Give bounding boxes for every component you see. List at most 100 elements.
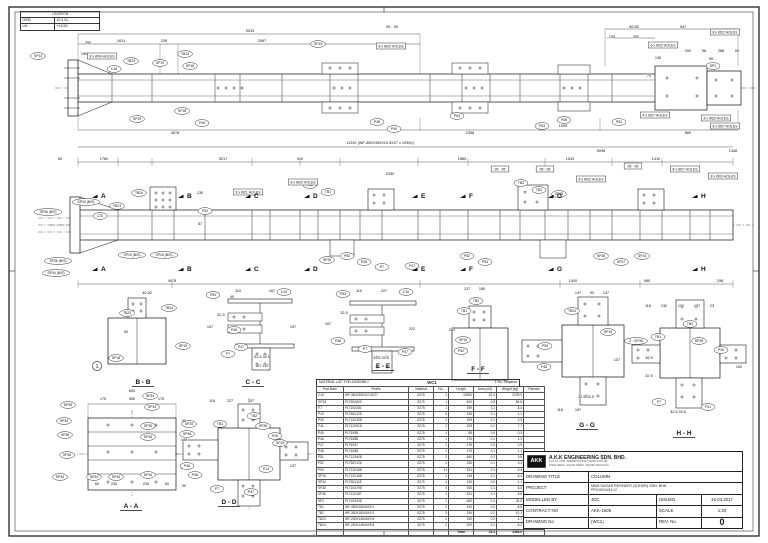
dimension-text: 100 bbox=[677, 304, 684, 309]
svg-text:257: 257 bbox=[248, 399, 254, 403]
material-total-cell bbox=[433, 528, 449, 536]
svg-text:8 x Ø27 HOLES: 8 x Ø27 HOLES bbox=[672, 167, 698, 171]
part-callout: SP2 bbox=[705, 62, 721, 70]
part-callout: SP19 bbox=[600, 328, 616, 336]
part-callout: P47 bbox=[404, 262, 420, 270]
svg-text:SP19: SP19 bbox=[156, 61, 164, 65]
dimension-text: 1880 bbox=[457, 157, 466, 162]
dimension-text: 175 bbox=[157, 397, 164, 402]
dimension-text: 187 bbox=[574, 408, 581, 413]
dimension-text: 90 bbox=[590, 291, 595, 296]
svg-text:B: B bbox=[187, 266, 192, 273]
svg-text:TB1: TB1 bbox=[536, 188, 542, 192]
svg-text:A: A bbox=[101, 266, 106, 273]
svg-text:SP36 (B/S): SP36 (B/S) bbox=[50, 259, 67, 263]
svg-text:116: 116 bbox=[557, 408, 563, 412]
svg-text:TB2: TB2 bbox=[473, 299, 479, 303]
svg-text:P7: P7 bbox=[363, 347, 367, 351]
part-callout: GP15 bbox=[272, 439, 288, 447]
svg-text:137: 137 bbox=[290, 464, 296, 468]
dimension-text: 32.5 bbox=[645, 374, 653, 379]
svg-text:A - A: A - A bbox=[124, 503, 139, 510]
svg-text:SP35 (B/S): SP35 (B/S) bbox=[40, 210, 57, 214]
svg-text:SP36: SP36 bbox=[144, 435, 152, 439]
drawing-title-label: DRAWING TITLE bbox=[524, 472, 589, 483]
svg-text:2 - SP36: 2 - SP36 bbox=[629, 339, 642, 343]
dimension-text: 40 40 bbox=[142, 291, 152, 296]
assembly-mark: WC1 bbox=[427, 380, 437, 385]
section-cut-letter: D bbox=[304, 193, 318, 200]
holes-note: 8 x Ø22 HOLES bbox=[376, 42, 406, 50]
svg-text:50: 50 bbox=[124, 330, 128, 334]
svg-text:P48: P48 bbox=[561, 118, 567, 122]
part-callout: P47 bbox=[243, 488, 259, 496]
svg-text:137: 137 bbox=[464, 287, 470, 291]
part-callout: P45 bbox=[194, 119, 210, 127]
part-callout: GP15 bbox=[634, 252, 650, 260]
svg-text:95 - 95: 95 - 95 bbox=[386, 25, 398, 29]
svg-text:P48: P48 bbox=[374, 120, 380, 124]
svg-text:P41: P41 bbox=[705, 405, 711, 409]
svg-text:150: 150 bbox=[81, 52, 87, 56]
holes-note: 8 x Ø22 HOLES bbox=[576, 175, 606, 183]
holes-note: 4 x Ø27 HOLES bbox=[640, 111, 670, 119]
svg-text:E: E bbox=[421, 266, 426, 273]
svg-text:P7: P7 bbox=[226, 352, 230, 356]
svg-text:GP15: GP15 bbox=[276, 441, 285, 445]
dimension-text: 1348 bbox=[728, 149, 737, 154]
part-callout: SP34 bbox=[108, 473, 124, 481]
svg-text:SP34: SP34 bbox=[144, 473, 152, 477]
svg-text:187: 187 bbox=[575, 408, 581, 412]
dimension-text: 32.5 32.5 bbox=[373, 356, 390, 361]
part-callout: SP26 bbox=[255, 422, 271, 430]
svg-text:1543: 1543 bbox=[566, 157, 574, 161]
dimension-text: 85 85 bbox=[629, 25, 639, 30]
svg-text:150: 150 bbox=[181, 438, 187, 442]
part-callout: P48 bbox=[536, 363, 552, 371]
svg-text:90: 90 bbox=[709, 57, 713, 61]
holes-note: 8 x Ø27 HOLES bbox=[670, 165, 700, 173]
drawing-no-value: (WC1) bbox=[591, 519, 604, 525]
svg-text:58: 58 bbox=[702, 49, 706, 53]
svg-text:SP34: SP34 bbox=[60, 419, 68, 423]
svg-text:230: 230 bbox=[143, 482, 149, 486]
part-callout: P26 bbox=[713, 346, 729, 354]
svg-text:130: 130 bbox=[197, 191, 203, 195]
svg-text:P48: P48 bbox=[541, 365, 547, 369]
svg-text:P53: P53 bbox=[542, 344, 548, 348]
holes-note: 95 - 95 bbox=[490, 165, 510, 173]
material-total-cell: Total bbox=[448, 528, 474, 536]
part-callout: SP19 bbox=[175, 342, 191, 350]
svg-text:32.5: 32.5 bbox=[645, 356, 652, 360]
part-callout: P53 bbox=[537, 342, 553, 350]
part-callout: P53 bbox=[339, 252, 355, 260]
part-callout: SP18 bbox=[174, 107, 190, 115]
svg-text:D: D bbox=[313, 193, 318, 200]
dimension-text: 40 bbox=[230, 295, 235, 300]
svg-text:85 85: 85 85 bbox=[629, 25, 639, 29]
dimension-text: 100 bbox=[735, 365, 742, 370]
svg-text:60: 60 bbox=[58, 157, 62, 161]
svg-text:P48: P48 bbox=[192, 473, 198, 477]
svg-text:C10: C10 bbox=[403, 290, 409, 294]
dimension-text: 95 - 95 bbox=[386, 25, 399, 30]
material-required-count: 1 No. Required bbox=[494, 380, 517, 385]
svg-text:F: F bbox=[469, 193, 473, 200]
dimension-text: 116 bbox=[209, 399, 216, 404]
dimension-text: 130 bbox=[654, 56, 661, 61]
svg-text:SP36: SP36 bbox=[61, 433, 69, 437]
material-total-cell bbox=[408, 528, 434, 536]
dimension-text: 32.5 bbox=[645, 356, 653, 361]
part-callout: TB1 bbox=[212, 420, 228, 428]
svg-text:32.5 32.5: 32.5 32.5 bbox=[373, 356, 389, 360]
part-callout: SP34 bbox=[56, 417, 72, 425]
dimension-text: 60 bbox=[165, 482, 170, 487]
section-cut-letter: C bbox=[245, 266, 259, 273]
svg-text:P45: P45 bbox=[199, 121, 205, 125]
section-title: D - D bbox=[218, 499, 240, 507]
dimension-text: 910 bbox=[296, 157, 303, 162]
dimension-text: 5033 bbox=[245, 29, 254, 34]
